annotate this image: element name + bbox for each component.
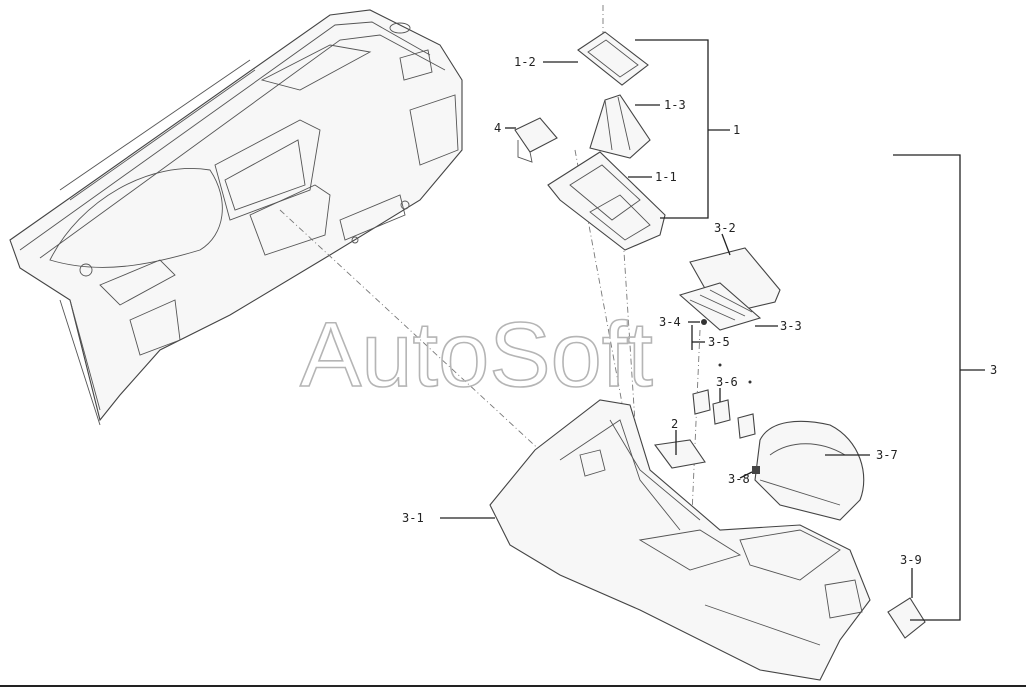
- switch-part-4: [514, 117, 558, 163]
- label-3-4: 3-4: [659, 315, 681, 329]
- leader-line: [279, 209, 546, 456]
- label-3-9: 3-9: [900, 553, 922, 567]
- armrest-lid-3-7: [754, 420, 865, 521]
- label-1-2: 1-2: [514, 55, 536, 69]
- clip-3-8: [752, 466, 760, 474]
- label-3-7: 3-7: [876, 448, 898, 462]
- clips-3-6: [692, 389, 756, 439]
- label-3-3: 3-3: [780, 319, 802, 333]
- watermark: AutoSoft: [300, 304, 653, 406]
- label-2: 2: [671, 417, 678, 431]
- label-3-5: 3-5: [708, 335, 730, 349]
- bracket-2: [654, 439, 706, 469]
- label-4: 4: [494, 121, 501, 135]
- floor-console-3-1: [489, 399, 871, 681]
- dashboard-illustration: [9, 9, 463, 426]
- label-3-8: 3-8: [728, 472, 750, 486]
- label-1-1: 1-1: [655, 170, 677, 184]
- clip-dot: [718, 363, 722, 367]
- end-cap-3-9: [887, 597, 926, 639]
- label-1-3: 1-3: [664, 98, 686, 112]
- callout-lines: [440, 39, 985, 621]
- label-1: 1: [733, 123, 740, 137]
- shift-boot-frame-1-2: [577, 31, 649, 86]
- clip-3-4: [701, 319, 707, 325]
- shift-console-trim-1-1: [547, 151, 666, 251]
- callout-labels: 1-2 1-3 1 4 1-1 3-2 3-4 3-3 3-5 3 3-6 2 …: [402, 55, 997, 567]
- label-3-1: 3-1: [402, 511, 424, 525]
- shift-boot-1-3: [589, 94, 651, 159]
- clip-dot: [748, 380, 752, 384]
- label-3-6: 3-6: [716, 375, 738, 389]
- console-mat-3-3: [678, 282, 762, 331]
- label-3-2: 3-2: [714, 221, 736, 235]
- label-3: 3: [990, 363, 997, 377]
